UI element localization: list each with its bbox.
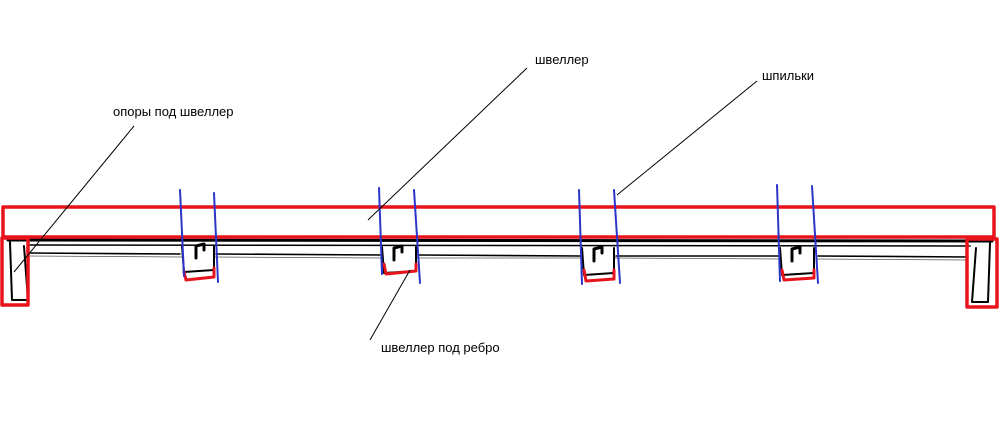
stud-4a [776,184,781,282]
studs-group [179,184,819,285]
rib-channel-3 [582,268,616,283]
main-channel [1,205,996,239]
rib-3-hook [592,245,604,263]
rib-1 [181,245,215,273]
label-supports: опоры под швеллер [113,104,234,119]
stud-3b [613,189,621,284]
rib-1-hook [194,242,206,260]
slab-right-end [971,242,991,303]
leader-supports [13,125,135,273]
channel-group [0,205,999,309]
stud-2b [413,189,421,284]
slab-left-end [9,241,29,301]
rib-channel-2 [382,262,418,276]
label-channel: швеллер [535,52,589,67]
stud-1a [179,189,185,277]
label-rib-channel: швеллер под ребро [381,340,500,355]
leader-lines [13,67,758,341]
label-studs: шпильки [762,68,814,83]
slab [6,238,994,303]
stud-1b [213,192,219,283]
slab-top-edge [6,238,994,243]
leader-rib-channel [369,269,411,341]
leader-studs [616,80,758,196]
rib-2-hook [392,244,404,262]
slab-bottom-edge [27,252,969,258]
rib-2 [381,246,417,274]
leader-channel [367,67,528,221]
support-right [965,237,999,309]
rib-3 [581,247,615,276]
slab-top-edge-inner [27,244,971,247]
stud-2a [378,187,383,275]
rib-channel-4 [780,268,816,282]
stud-4b [811,185,819,284]
support-left [0,236,30,307]
rib-4 [779,247,815,276]
slab-bottom-edge-2 [27,255,969,261]
stud-3a [578,189,583,285]
rib-4-hook [790,245,802,263]
